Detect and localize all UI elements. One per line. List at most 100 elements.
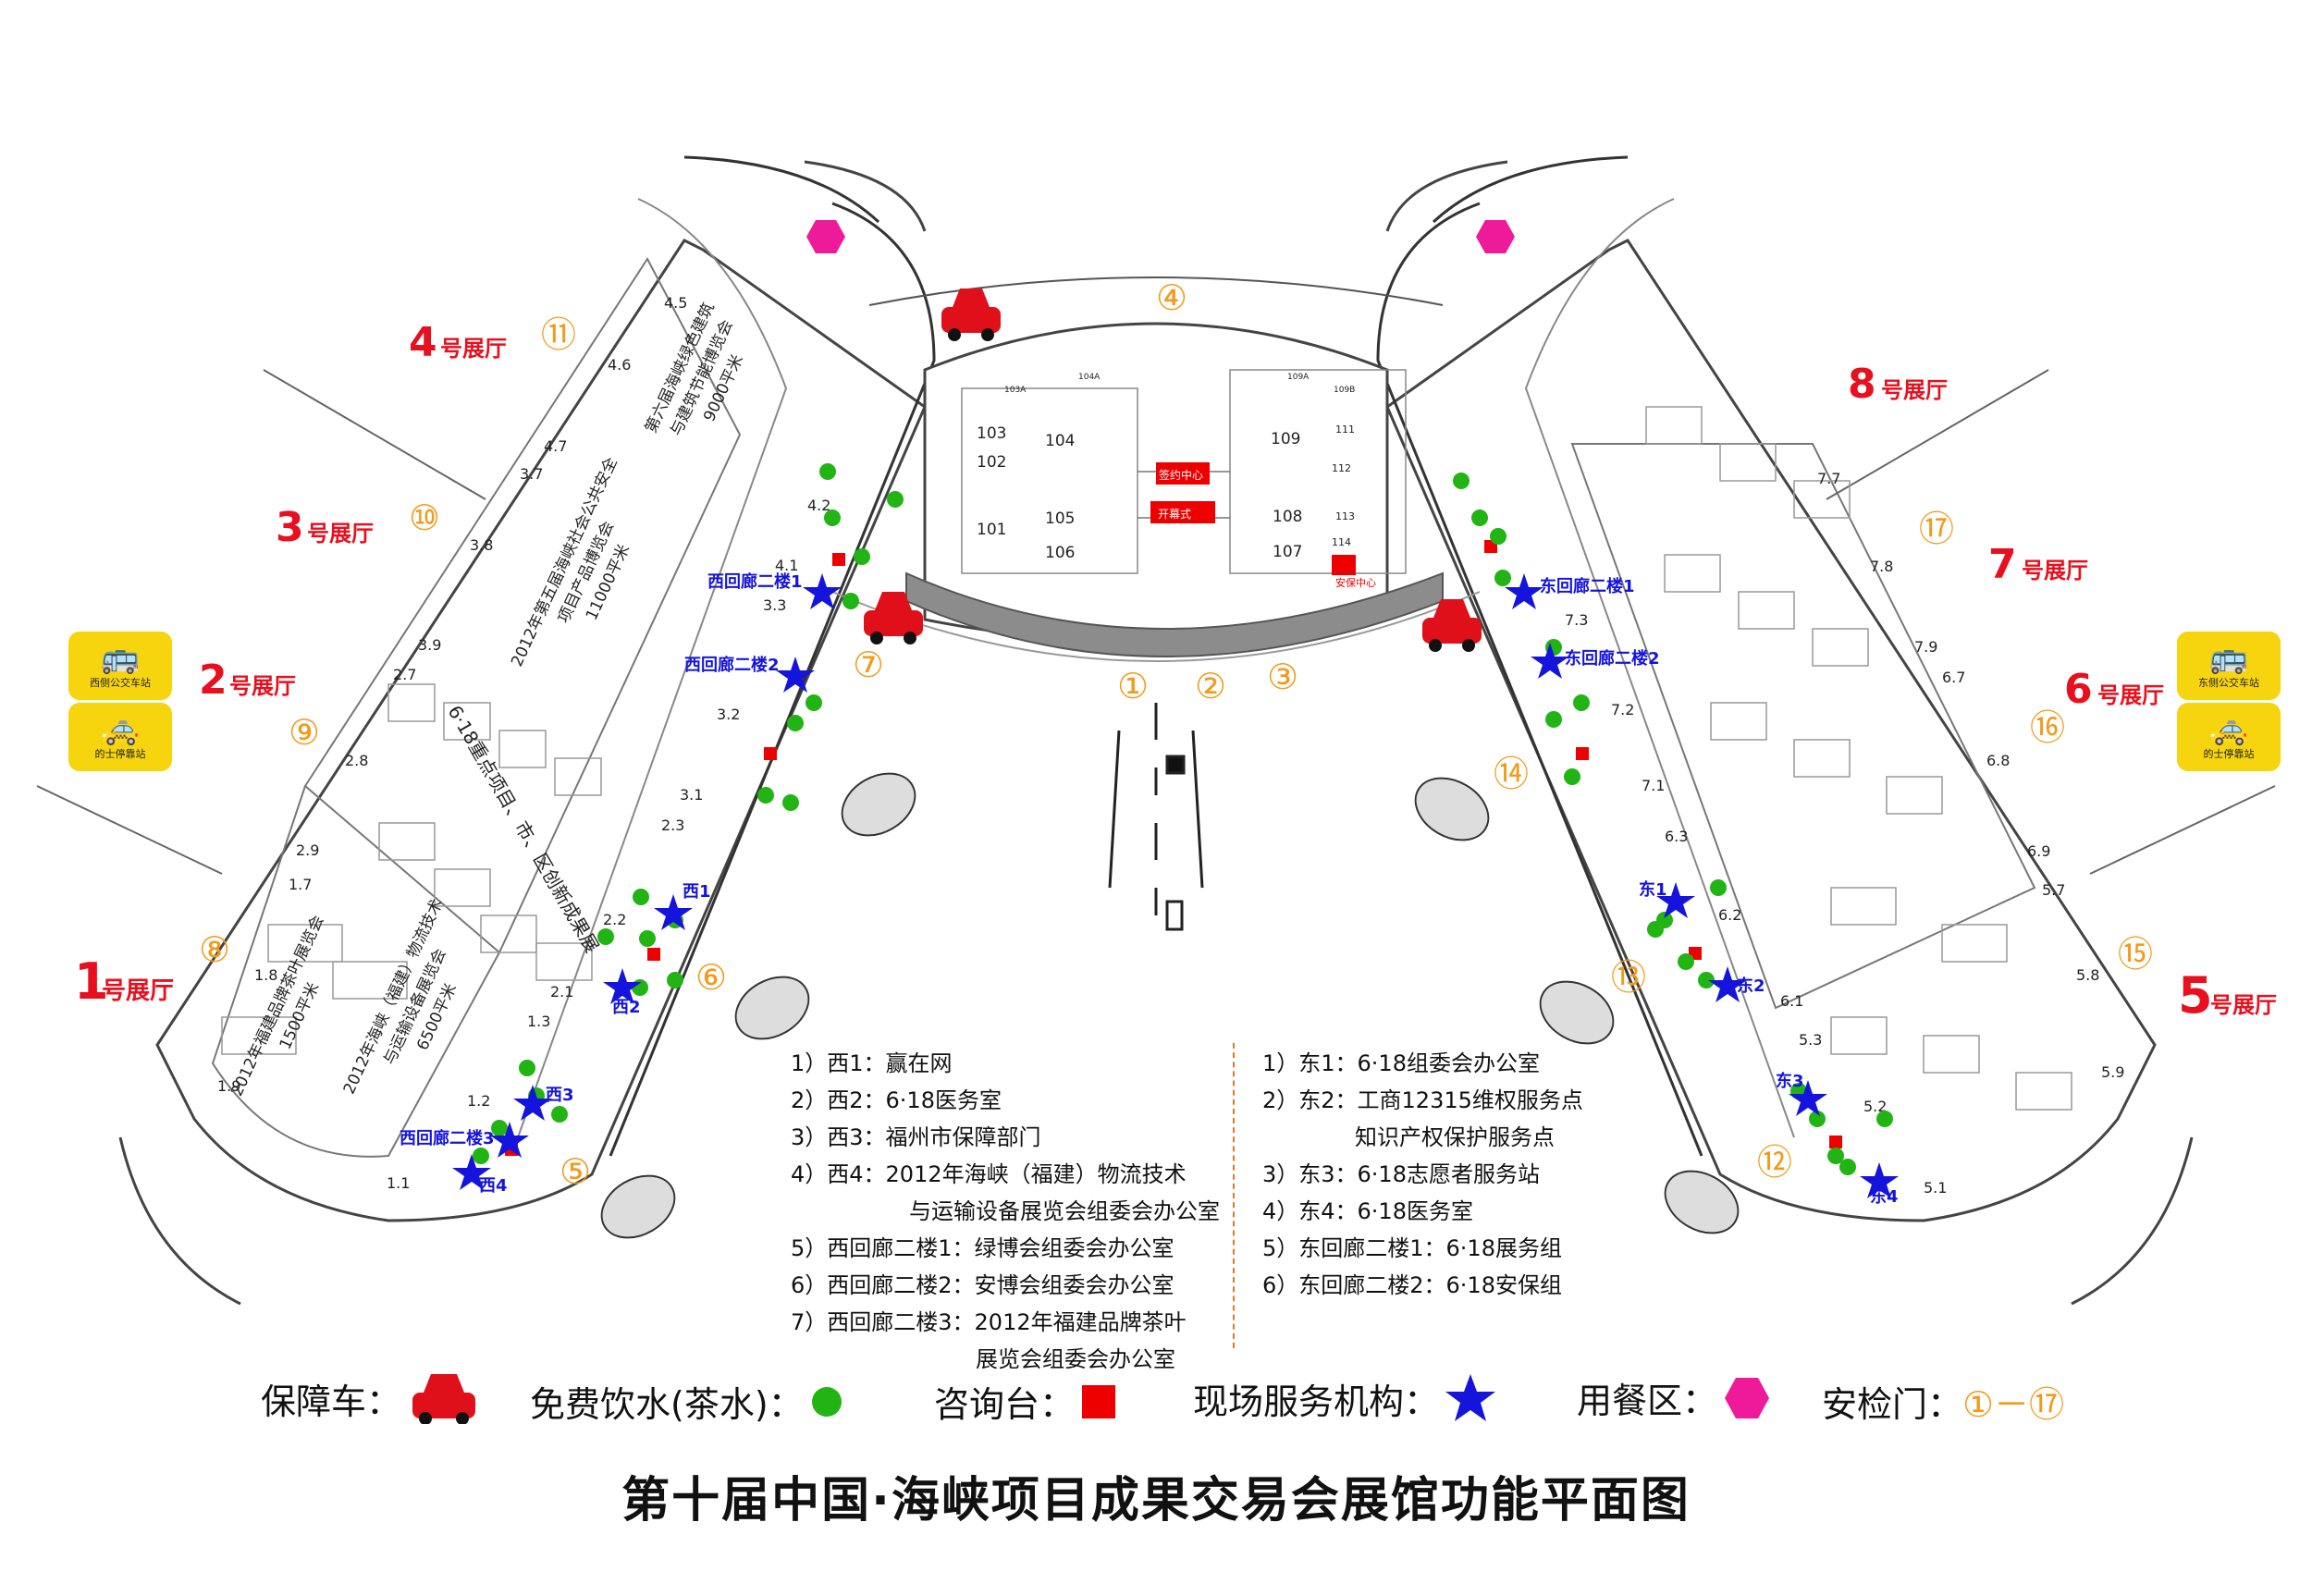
- west-booths: [221, 683, 602, 1055]
- hall-8-label: 号展厅: [1881, 377, 1948, 403]
- grid-6-7: 6.7: [1942, 669, 1965, 686]
- grid-2-3: 2.3: [661, 816, 684, 834]
- hall-1-number: 1: [74, 952, 109, 1011]
- note-west-1: 1）西1：赢在网: [791, 1050, 953, 1076]
- room-114: 114: [1332, 536, 1351, 548]
- grid-1-1: 1.1: [387, 1174, 410, 1192]
- grid-5-2: 5.2: [1863, 1098, 1887, 1115]
- station-west-2: 西2: [612, 998, 641, 1017]
- car-icon: [412, 1374, 476, 1424]
- station-east-4: 东4: [1870, 1186, 1899, 1207]
- gate-12: ⑫: [1757, 1142, 1792, 1183]
- info-desk-icon: [1082, 1384, 1116, 1418]
- hall-5-number: 5: [2178, 966, 2213, 1025]
- note-east-2b: 知识产权保护服务点: [1355, 1124, 1555, 1150]
- legend-gate-range: ①－⑰: [1962, 1384, 2065, 1425]
- gate-1: ①: [1117, 666, 1149, 706]
- grid-7-7: 7.7: [1817, 470, 1840, 487]
- station-east-3: 东3: [1776, 1071, 1804, 1091]
- grid-7-2: 7.2: [1611, 701, 1634, 718]
- gate-3: ③: [1267, 657, 1298, 697]
- hall-8-number: 8: [1848, 361, 1876, 408]
- legend-water-label: 免费饮水(茶水)：: [530, 1384, 804, 1425]
- station-west-1: 西1: [683, 882, 711, 902]
- station-west-3: 西3: [546, 1086, 574, 1105]
- grid-5-1: 5.1: [1924, 1179, 1947, 1197]
- grid-3-2: 3.2: [717, 706, 740, 723]
- gate-15: ⑮: [2118, 934, 2153, 975]
- note-east-5: 5）东回廊二楼1：6·18展务组: [1262, 1235, 1562, 1261]
- notes-east: 1）东1：6·18组委会办公室 2）东2：工商12315维权服务点 知识产权保护…: [1262, 1045, 1583, 1304]
- grid-7-9: 7.9: [1914, 638, 1937, 656]
- notes-west: 1）西1：赢在网 2）西2：6·18医务室 3）西3：福州市保障部门 4）西4：…: [791, 1045, 1220, 1378]
- note-east-6: 6）东回廊二楼2：6·18安保组: [1262, 1272, 1562, 1298]
- star-icon: [1860, 1162, 1899, 1198]
- station-east-1: 东1: [1639, 879, 1667, 900]
- corridor-east-2: 东回廊二楼2: [1565, 648, 1660, 669]
- center-road: [1108, 703, 1204, 931]
- taxi-stop-east-sign: 🚕 的士停靠站: [2177, 703, 2281, 771]
- room-113: 113: [1335, 510, 1355, 522]
- room-104: 104: [1045, 432, 1075, 450]
- page-title: 第十届中国·海峡项目成果交易会展馆功能平面图: [621, 1473, 1691, 1528]
- grid-1-3: 1.3: [527, 1013, 550, 1030]
- grid-5-7: 5.7: [2042, 881, 2065, 899]
- bus-stop-east-sign: 🚌 东侧公交车站: [2177, 632, 2281, 700]
- note-west-6: 6）西回廊二楼2：安博会组委会办公室: [791, 1272, 1174, 1298]
- legend-service-label: 现场服务机构：: [1193, 1381, 1440, 1422]
- hall-2-label: 号展厅: [229, 673, 296, 699]
- service-stations: [452, 573, 1899, 1198]
- grid-5-8: 5.8: [2076, 966, 2099, 984]
- hall-1-label: 号展厅: [102, 977, 174, 1005]
- grid-7-3: 7.3: [1565, 611, 1588, 629]
- legend-info: 咨询台：: [934, 1376, 1117, 1427]
- gate-17: ⑰: [1919, 509, 1954, 549]
- gate-8: ⑧: [199, 929, 230, 970]
- gate-2: ②: [1195, 666, 1226, 706]
- gate-16: ⑯: [2030, 707, 2065, 748]
- gate-11: ⑪: [541, 314, 576, 355]
- grid-6-1: 6.1: [1780, 992, 1803, 1010]
- room-104A: 104A: [1078, 373, 1101, 382]
- corridor-west-1: 西回廊二楼1: [707, 571, 803, 592]
- grid-4-5: 4.5: [664, 294, 687, 312]
- room-108: 108: [1273, 508, 1302, 526]
- car-icon: [1422, 599, 1482, 652]
- grid-4-6: 4.6: [608, 356, 631, 374]
- grid-6-9: 6.9: [2027, 842, 2050, 860]
- security-center-marker: [1332, 555, 1356, 575]
- legend-gate-label: 安检门：: [1822, 1384, 1963, 1425]
- grid-2-2: 2.2: [603, 911, 626, 928]
- legend-car: 保障车：: [261, 1372, 481, 1424]
- gate-6: ⑥: [695, 957, 727, 998]
- hall-2-number: 2: [199, 657, 228, 704]
- car-icon: [864, 592, 923, 645]
- legend-dining: 用餐区：: [1577, 1372, 1771, 1423]
- east-booths: [1645, 406, 2072, 1111]
- taxi-stop-west-sign: 🚕 的士停靠站: [68, 703, 172, 771]
- grid-5-9: 5.9: [2101, 1063, 2124, 1081]
- room-105: 105: [1045, 509, 1075, 528]
- legend-info-label: 咨询台：: [934, 1384, 1076, 1425]
- station-east-2: 东2: [1737, 976, 1765, 996]
- room-109: 109: [1271, 430, 1300, 448]
- opening-label-bg: [1150, 501, 1215, 523]
- sign-center-label-bg: [1156, 462, 1210, 485]
- hall-6-label: 号展厅: [2097, 682, 2164, 708]
- star-icon: [490, 1122, 529, 1158]
- hall-4-label: 号展厅: [440, 336, 507, 362]
- note-west-7b: 展览会组委会办公室: [976, 1346, 1175, 1372]
- grid-6-3: 6.3: [1665, 828, 1688, 845]
- hall-6-number: 6: [2064, 666, 2093, 713]
- pods: [600, 772, 1740, 1239]
- gate-14: ⑭: [1494, 754, 1529, 794]
- hall-7-number: 7: [1988, 541, 2017, 588]
- grid-5-3: 5.3: [1799, 1031, 1822, 1049]
- grid-2-8: 2.8: [345, 752, 368, 769]
- grid-2-1: 2.1: [550, 983, 573, 1001]
- gate-5: ⑤: [560, 1151, 591, 1192]
- room-109A: 109A: [1287, 373, 1310, 382]
- legend-water: 免费饮水(茶水)：: [530, 1376, 844, 1427]
- star-icon: [452, 1154, 491, 1190]
- bus-icon: 🚌: [2208, 639, 2249, 676]
